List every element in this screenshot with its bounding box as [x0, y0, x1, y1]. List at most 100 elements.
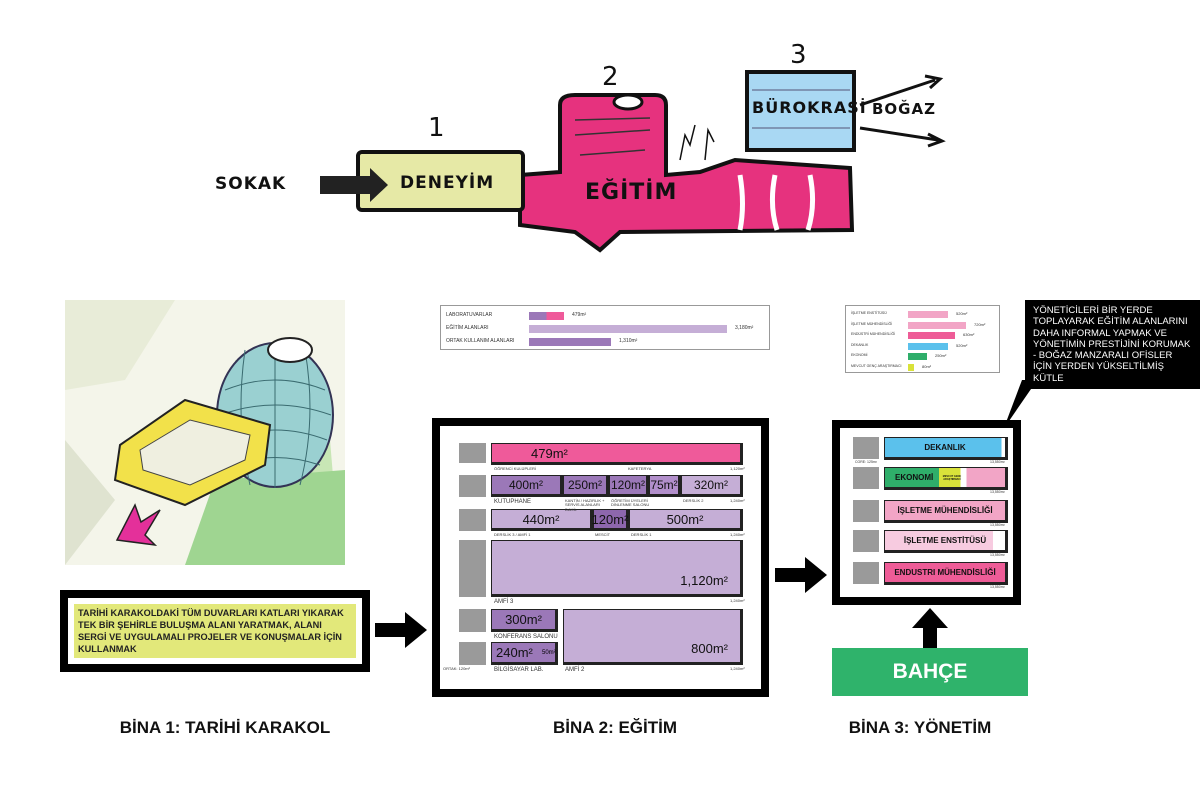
area-segment: 120m² [609, 475, 649, 497]
core-block [459, 609, 486, 632]
segment-label: ÖĞRETİM ÜYELERİ DİNLENME SALONU [611, 498, 650, 508]
core-note: CORE: 125m² [855, 460, 877, 464]
floor-bar: EKONOMİ MEVCUT GENÇ ARAŞTIRMACI [884, 467, 1008, 490]
bina3-callout: YÖNETİCİLERİ BİR YERDE TOPLAYARAK EĞİTİM… [1025, 300, 1200, 390]
arrow-right-icon [375, 612, 427, 648]
floor-total: 13,550m² [990, 553, 1005, 557]
core-block [459, 443, 486, 463]
summary-bar [529, 338, 611, 346]
core-block [853, 467, 879, 489]
row-total: 1,240m² [730, 666, 745, 671]
segment-label: KANTİN / HAZIRLIK + SERVİS ALANLARI DAHİ… [565, 498, 605, 512]
summary-label: DEKANLIK [851, 342, 869, 347]
summary-value: 80m² [922, 363, 932, 369]
summary-label: LABORATUVARLAR [446, 312, 493, 318]
segment-label: DERSLİK 1 [631, 532, 652, 537]
area-segment: 300m² [491, 609, 558, 632]
bina3-title: BİNA 3: YÖNETİM [848, 718, 992, 737]
segment-label: KUTUPHANE [494, 499, 532, 505]
core-block [853, 500, 879, 522]
core-block [459, 540, 486, 597]
area-segment: 500m² [629, 509, 743, 531]
segment-label: DERSLİK 3 / AMFİ 1 [494, 532, 531, 537]
core-block [853, 562, 879, 584]
summary-value: 630m² [963, 332, 975, 337]
floor-label: ENDUSTRI MÜHENDİSLİĞİ [894, 568, 996, 577]
row-total: 1,240m² [730, 598, 745, 603]
floor-label: İŞLETME ENSTİTÜSÜ [903, 536, 987, 545]
segment-label: BİLGİSAYAR LAB. [494, 667, 544, 673]
arrow-up-icon [912, 608, 948, 648]
number-2: 2 [602, 62, 620, 92]
floor-bar: DEKANLIK [884, 437, 1008, 460]
summary-label: EĞİTİM ALANLARI [446, 325, 489, 331]
area-segment: 800m² [563, 609, 743, 665]
deneyim-label: DENEYİM [400, 173, 495, 193]
area-segment: 440m² [491, 509, 593, 531]
entrance-arrow-icon [115, 503, 161, 547]
segment-label: AMFİ 3 [494, 599, 514, 605]
summary-value: 479m² [572, 312, 587, 318]
floor-bar: İŞLETME MÜHENDİSLİĞİ [884, 500, 1008, 523]
summary-value: 720m² [974, 321, 986, 327]
bogaz-arrows-icon [859, 74, 946, 148]
row-total: 1,240m² [730, 498, 745, 503]
segment-label: MESCİT [595, 532, 611, 537]
core-block [853, 437, 879, 459]
summary-bar [908, 363, 914, 371]
summary-label: MEVCUT GENÇ ARAŞTIRMACI [851, 363, 902, 368]
number-1: 1 [428, 113, 446, 143]
summary-value: 520m² [956, 311, 968, 316]
floor-label: İŞLETME MÜHENDİSLİĞİ [897, 506, 993, 515]
segment-label: AMFİ 2 [565, 667, 585, 673]
egitim-label: EĞİTİM [585, 180, 678, 205]
concept-sketch [320, 70, 946, 253]
floor-sublabel: MEVCUT GENÇ ARAŞTIRMACI [942, 474, 962, 481]
summary-label: İŞLETME ENSTİTÜSÜ [851, 311, 887, 315]
bina1-caption: TARİHİ KARAKOLDAKİ TÜM DUVARLARI KATLARI… [74, 604, 356, 658]
floor-total: 13,550m² [990, 523, 1005, 527]
segment-label: KAFETERYA [628, 466, 652, 471]
street-arrow-icon [320, 168, 388, 202]
summary-value: 1,310m² [619, 338, 638, 344]
summary-bar [908, 321, 966, 329]
area-segment: 240m² [491, 642, 558, 665]
number-3: 3 [790, 40, 808, 70]
area-segment: 400m² [491, 475, 563, 497]
summary-bar [908, 353, 927, 360]
arrow-right-icon [775, 557, 827, 593]
row-total: 1,120m² [730, 466, 745, 471]
area-segment: 320m² [681, 475, 743, 497]
summary-bar [908, 342, 948, 350]
bina1-title: BİNA 1: TARİHİ KARAKOL [119, 718, 331, 737]
burokrasi-label: BÜROKRASİ [752, 98, 867, 117]
area-segment-small: 50m² [542, 650, 556, 656]
karakol-sketch-image [65, 300, 345, 565]
bogaz-label: BOĞAZ [872, 100, 936, 118]
floor-total: 13,550m² [990, 460, 1005, 464]
floor-bar: ENDUSTRI MÜHENDİSLİĞİ [884, 562, 1008, 585]
area-segment: 1,120m² [491, 540, 743, 597]
callout-pointer [1004, 380, 1038, 426]
floor-label: EKONOMİ [895, 473, 934, 482]
core-note: ORTAK: 120m² [443, 666, 470, 671]
floor-label: DEKANLIK [924, 443, 966, 452]
core-block [853, 530, 879, 552]
summary-label: EKONOMİ [851, 353, 868, 357]
floor-total: 13,550m² [990, 490, 1005, 494]
row-total: 1,240m² [730, 532, 745, 537]
core-block [459, 475, 486, 497]
area-segment: 75m² [649, 475, 681, 497]
summary-value: 3,180m² [735, 325, 754, 331]
summary-bar [529, 312, 564, 320]
area-segment: 479m² [491, 443, 743, 465]
summary-label: ENDÜSTRİ MÜHENDİSLİĞİ [851, 332, 896, 336]
summary-label: İŞLETME MÜHENDİSLİĞİ [851, 321, 893, 326]
area-segment: 120m² [592, 509, 629, 531]
floor-bar: İŞLETME ENSTİTÜSÜ [884, 530, 1008, 553]
summary-label: ORTAK KULLANIM ALANLARI [446, 338, 515, 344]
segment-label: DERSLİK 2 [683, 498, 704, 503]
floor-total: 13,550m² [990, 585, 1005, 589]
area-segment: 250m² [563, 475, 609, 497]
